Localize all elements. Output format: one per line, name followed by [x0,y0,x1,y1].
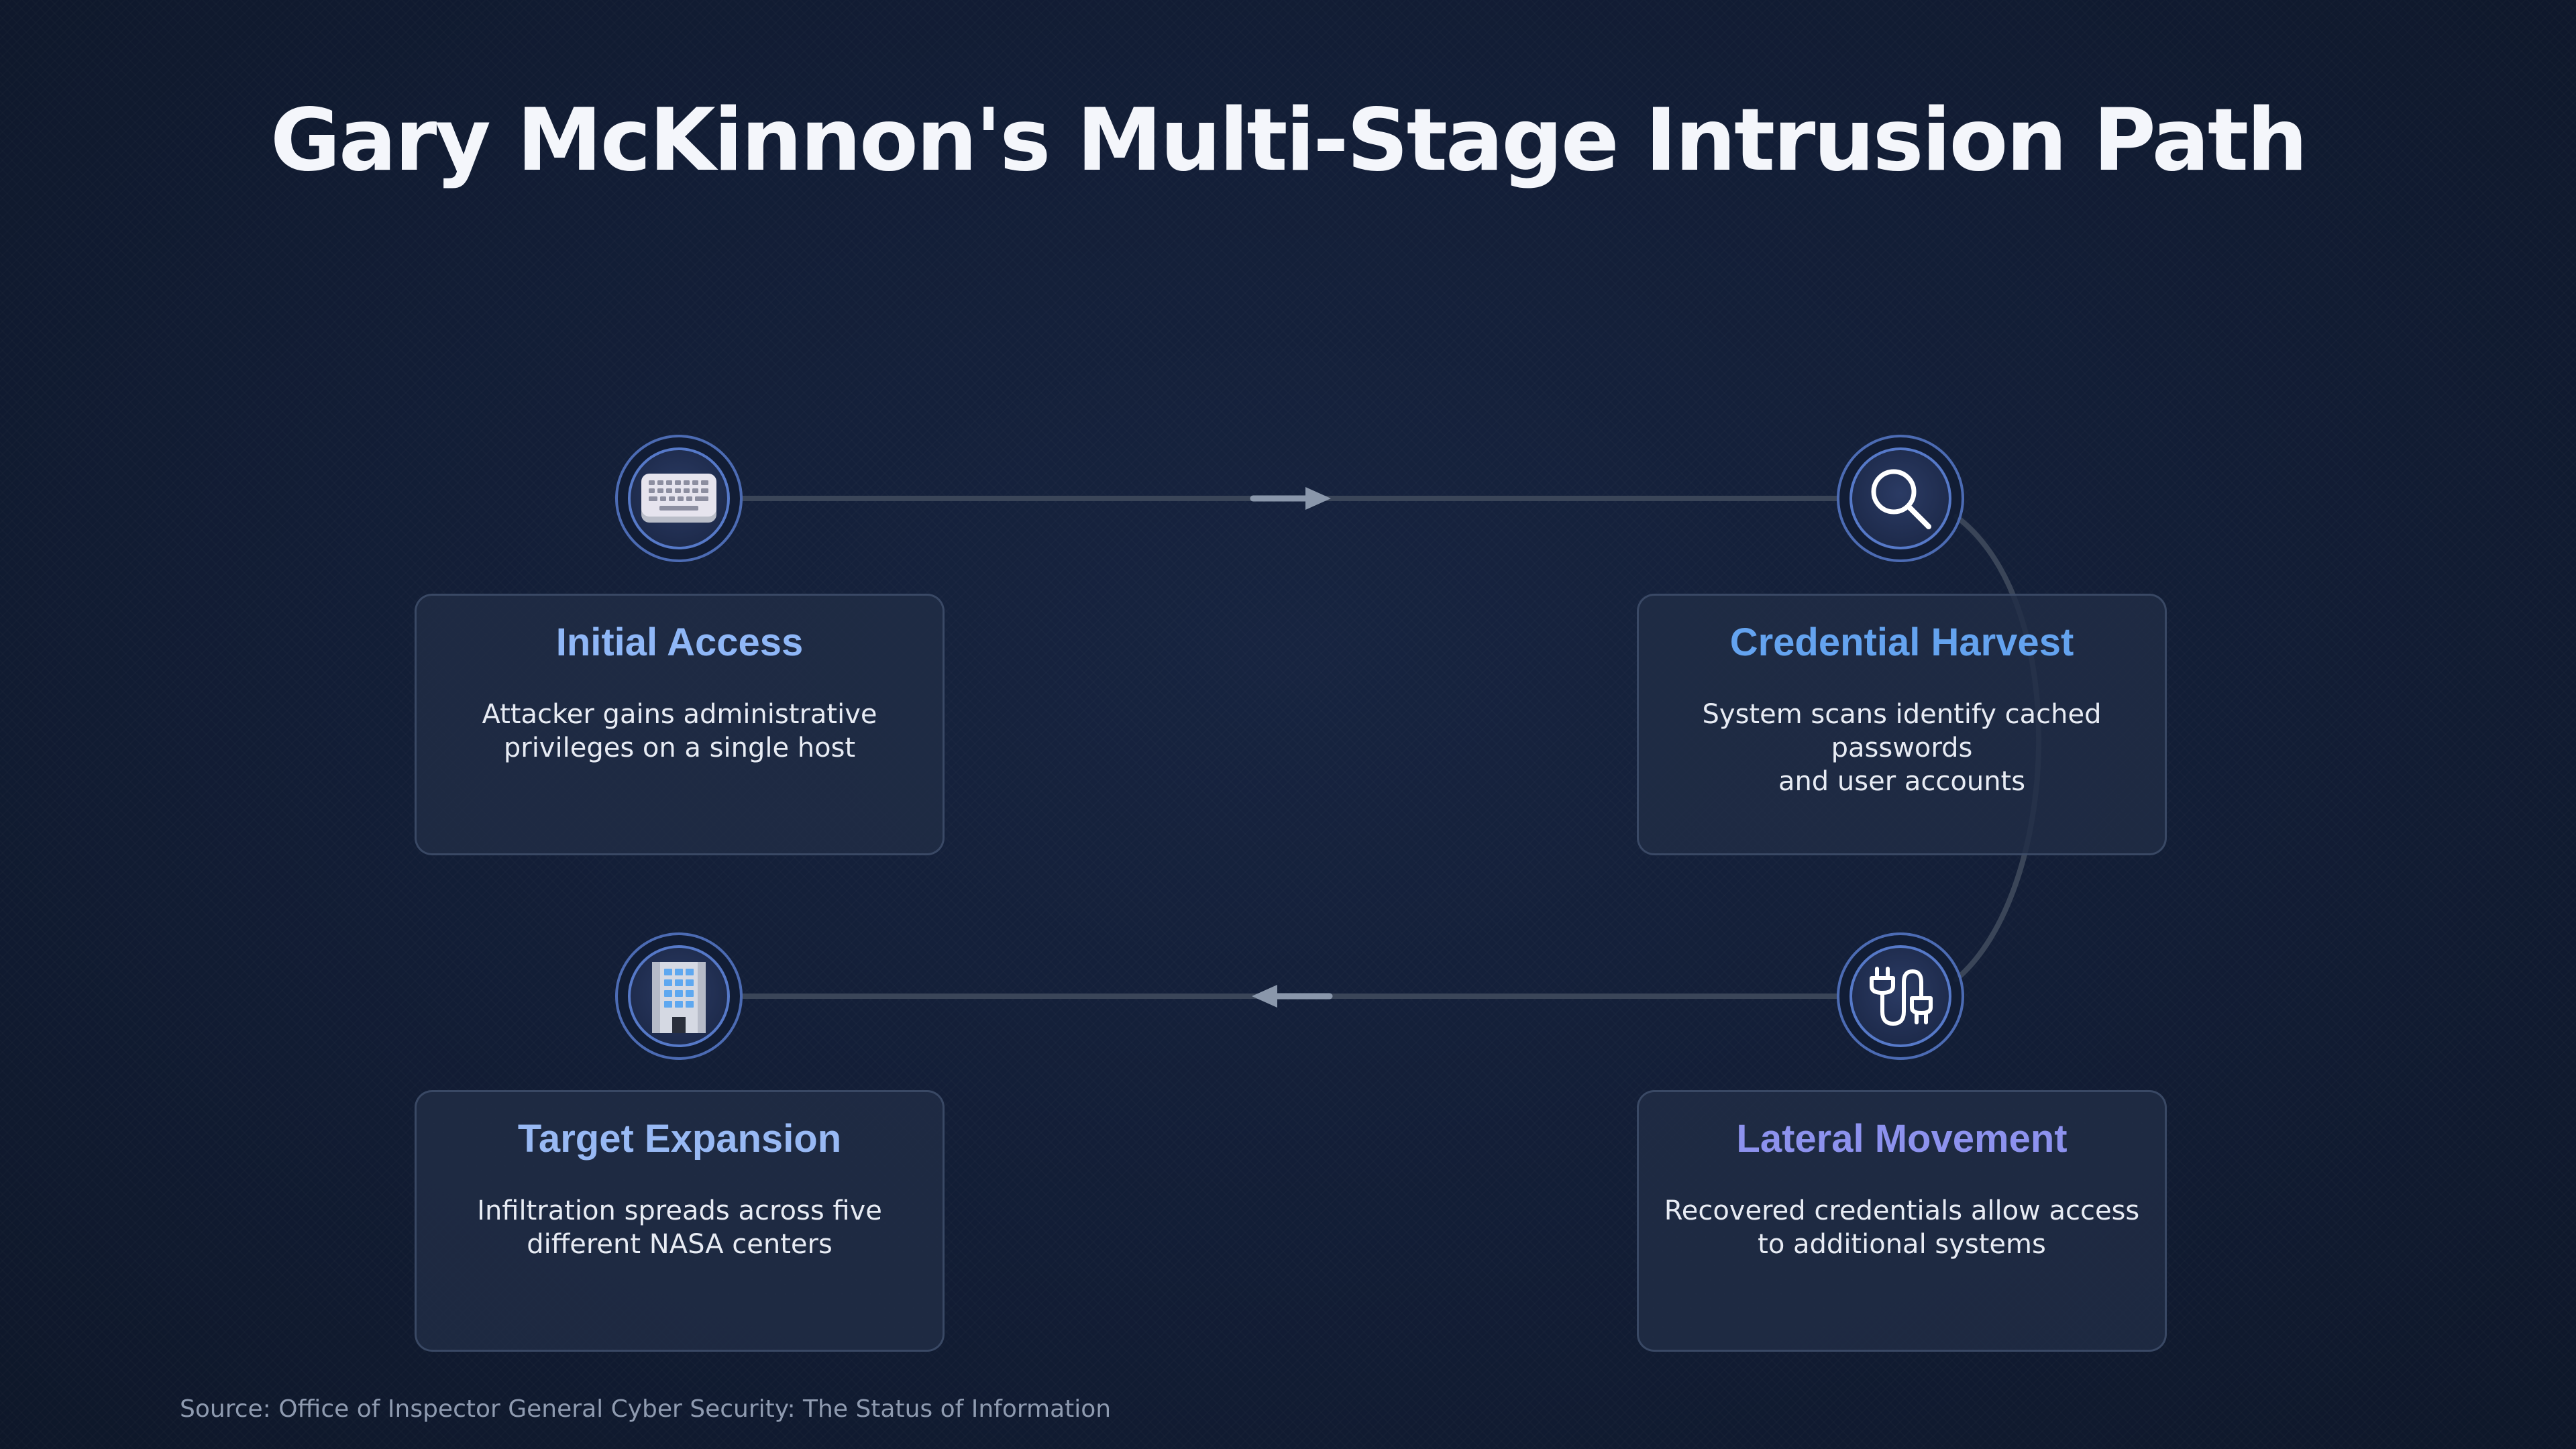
office-building-icon [652,962,706,1033]
stage-title: Initial Access [555,621,804,664]
stage-card-initial-access: Initial Access Attacker gains administra… [415,594,945,855]
stage-description-line: privileges on a single host [503,733,856,763]
keyboard-icon [641,474,716,523]
stage-card-lateral-movement: Lateral Movement Recovered credentials a… [1637,1090,2167,1352]
stage-description-line: System scans identify cached passwords [1702,699,2102,763]
stage-title: Credential Harvest [1729,621,2074,664]
magnifying-glass-icon [1871,469,1931,529]
stage-node-initial-access [615,435,743,562]
stage-description-line: to additional systems [1758,1229,2046,1260]
stage-node-target-expansion [615,932,743,1060]
stage-description-line: Infiltration spreads across five [477,1195,882,1226]
stage-title: Lateral Movement [1736,1117,2068,1161]
stage-description-line: and user accounts [1778,766,2026,797]
source-citation: Source: Office of Inspector General Cybe… [180,1395,1112,1423]
stage-title: Target Expansion [517,1117,842,1161]
electric-plug-icon [1870,967,1933,1026]
flow-arrow-right-head [1305,487,1331,510]
flow-arrow-left-head [1252,985,1277,1008]
stage-description-line: Recovered credentials allow access [1664,1195,2140,1226]
stage-description-line: different NASA centers [527,1229,833,1260]
stage-description-line: Attacker gains administrative [482,699,877,730]
stage-node-lateral-movement [1837,932,1964,1060]
stage-description: Infiltration spreads across five differe… [418,1194,941,1261]
stage-card-target-expansion: Target Expansion Infiltration spreads ac… [415,1090,945,1352]
stage-description: System scans identify cached passwords a… [1640,698,2163,798]
stage-description: Attacker gains administrative privileges… [418,698,941,765]
page-title: Gary McKinnon's Multi-Stage Intrusion Pa… [270,91,2308,191]
stage-description: Recovered credentials allow access to ad… [1640,1194,2163,1261]
stage-card-credential-harvest: Credential Harvest System scans identify… [1637,594,2167,855]
stage-node-credential-harvest [1837,435,1964,562]
